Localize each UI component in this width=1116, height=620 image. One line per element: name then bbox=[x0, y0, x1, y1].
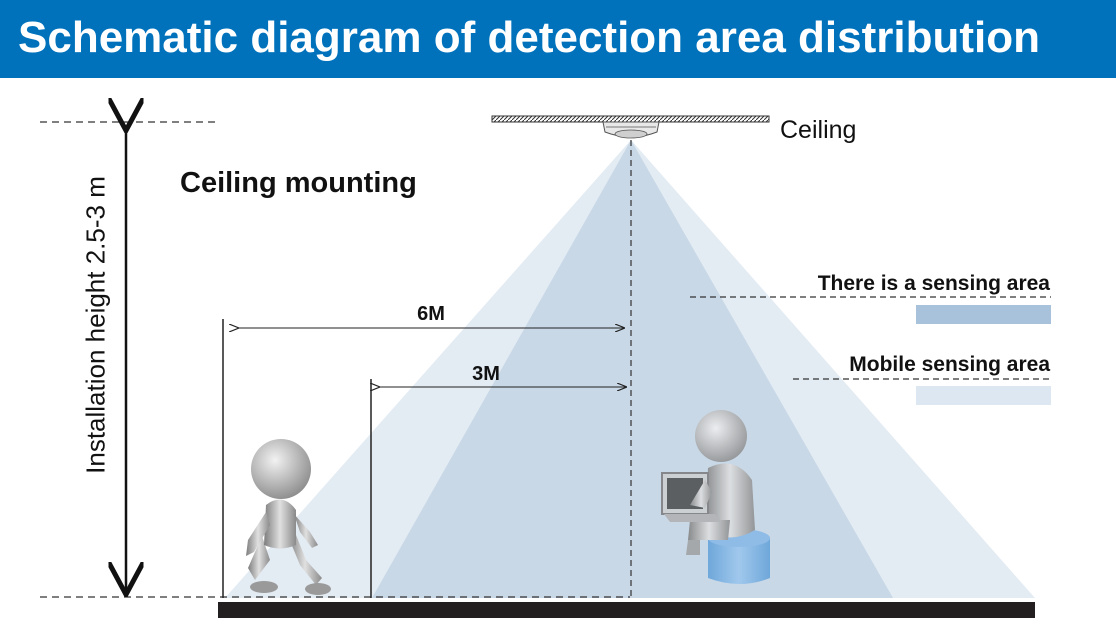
ceiling-label: Ceiling bbox=[780, 116, 856, 144]
page-title: Schematic diagram of detection area dist… bbox=[18, 13, 1040, 62]
ceiling-sensor-icon bbox=[602, 121, 660, 139]
legend: There is a sensing area Mobile sensing a… bbox=[690, 272, 1051, 405]
legend-label-sensing: There is a sensing area bbox=[818, 272, 1051, 295]
floor-bar bbox=[218, 602, 1035, 618]
range-3m-label: 3M bbox=[472, 363, 500, 385]
title-banner: Schematic diagram of detection area dist… bbox=[0, 0, 1116, 78]
legend-label-mobile: Mobile sensing area bbox=[849, 353, 1050, 376]
walking-person-icon bbox=[246, 439, 331, 595]
ceiling-plate bbox=[491, 115, 770, 123]
mounting-label: Ceiling mounting bbox=[180, 167, 417, 199]
range-6m-label: 6M bbox=[417, 303, 445, 325]
legend-swatch-sensing bbox=[916, 305, 1051, 324]
legend-swatch-mobile bbox=[916, 386, 1051, 405]
inner-detection-zone bbox=[372, 140, 893, 598]
installation-height-label: Installation height 2.5-3 m bbox=[80, 176, 111, 474]
seated-laptop-person-icon bbox=[661, 410, 770, 584]
